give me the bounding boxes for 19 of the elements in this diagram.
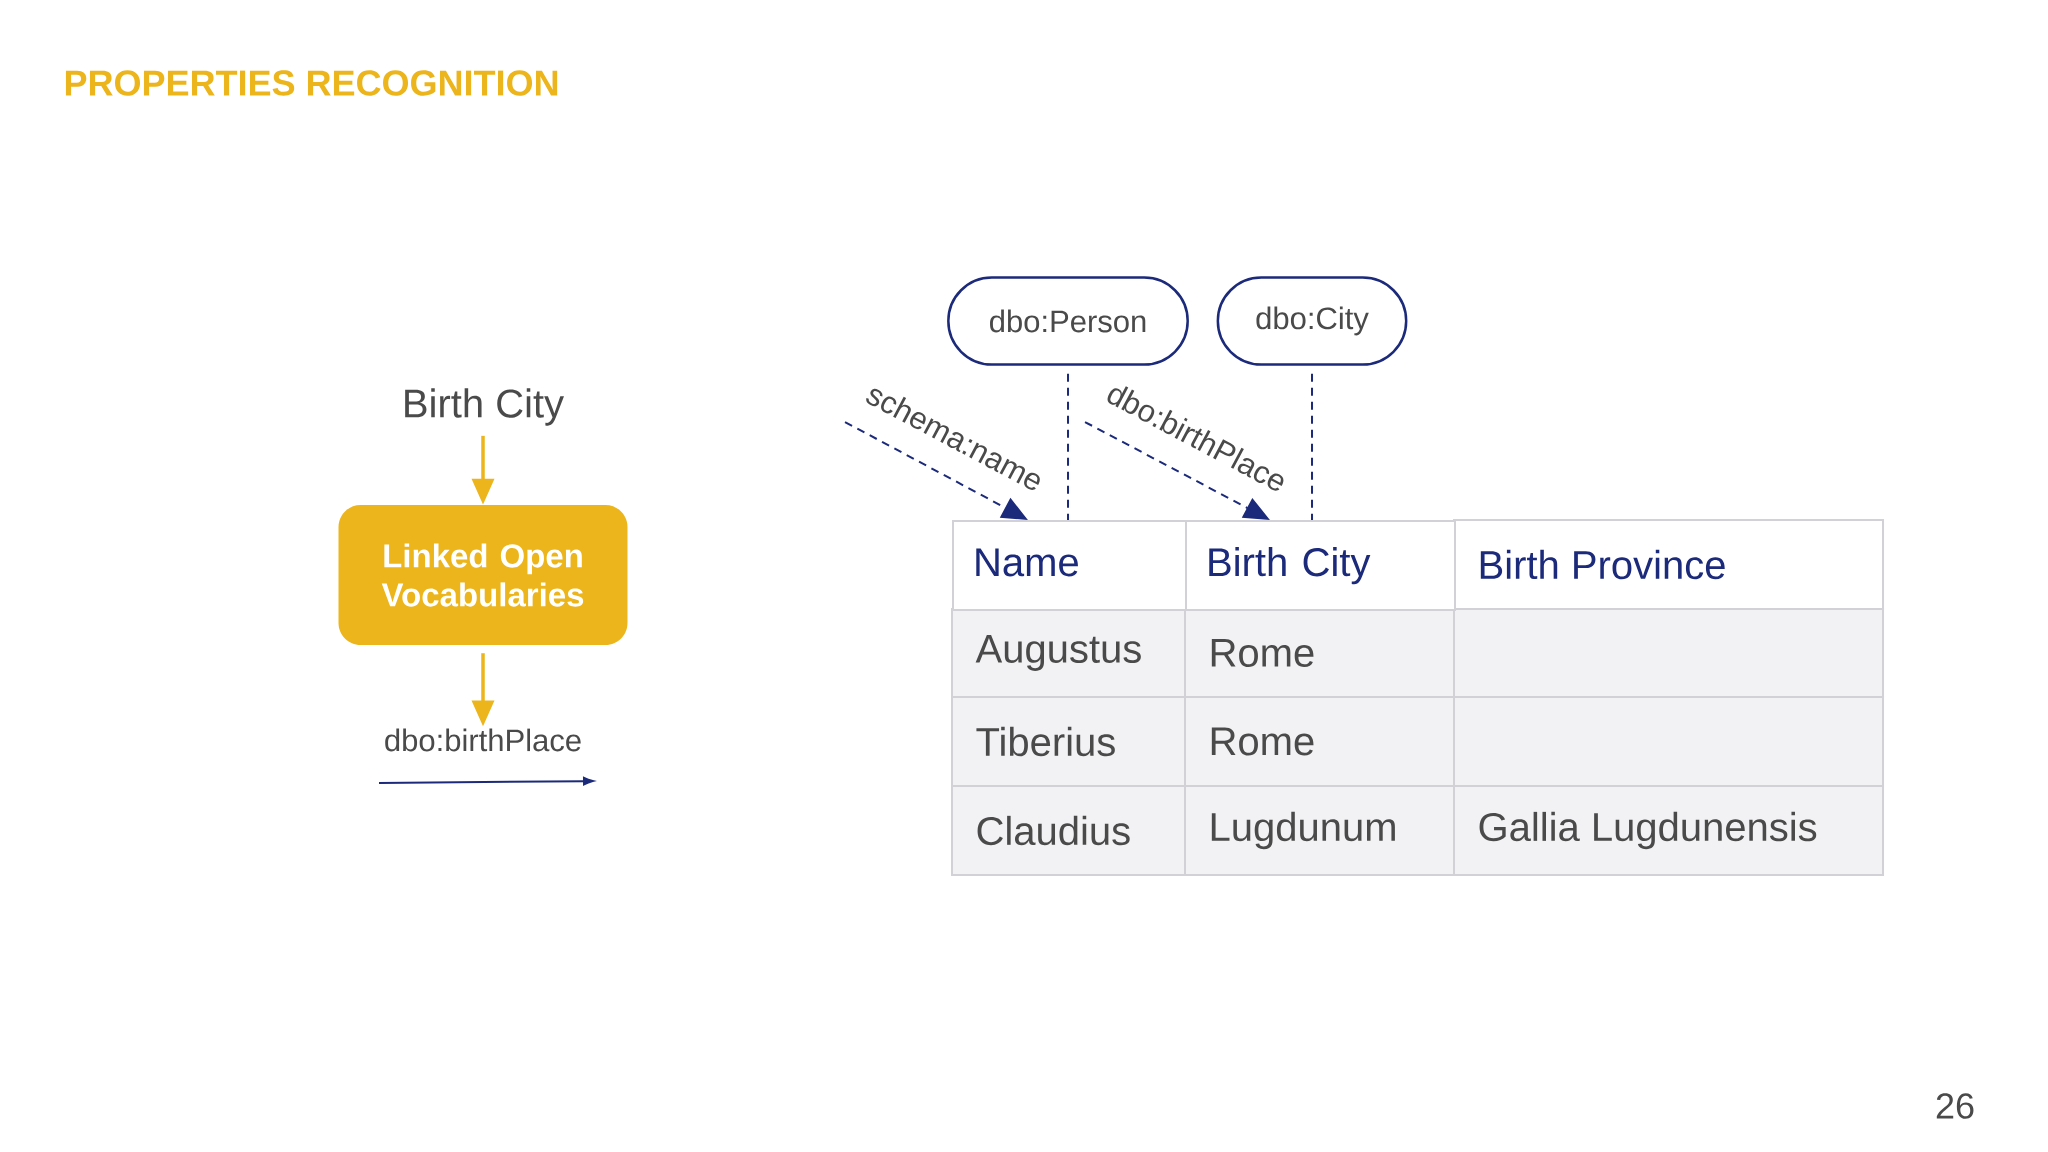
table-cell: Augustus [951,608,1186,698]
process-box: Linked Open Vocabularies [338,505,628,645]
table-header-cell: Birth City [1185,520,1456,611]
table-cell: Tiberius [951,696,1186,787]
table-cell: Rome [1184,608,1455,698]
class-pill: dbo:City [1216,276,1408,366]
table-header-cell: Name [952,520,1187,611]
table-cell: Gallia Lugdunensis [1453,785,1884,876]
class-pill: dbo:Person [947,276,1189,366]
connector-line [1067,372,1069,521]
table-cell: Birth Province [1453,519,1884,610]
table-cell: Rome [1184,696,1455,787]
table-cell: Claudius [951,785,1186,876]
property-label: dbo:birthPlace [385,728,581,752]
page-number: 26 [1936,1093,1974,1119]
table-cell: Lugdunum [1184,785,1455,876]
heading: Birth City [405,388,564,426]
slide-title: PROPERTIES RECOGNITION [65,70,558,96]
connector-line [1311,372,1313,521]
